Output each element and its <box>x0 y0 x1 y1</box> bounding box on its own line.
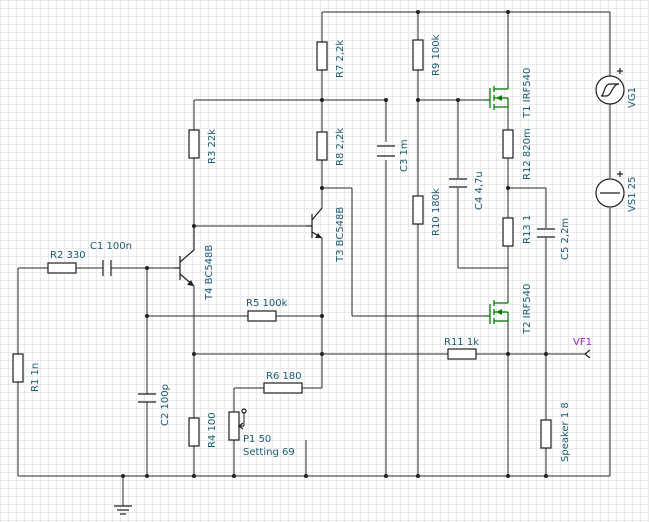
resistor-r13[interactable] <box>502 217 514 247</box>
label-r11: R11 1k <box>444 337 479 348</box>
transistor-t3[interactable] <box>306 207 323 239</box>
resistor-r10[interactable] <box>412 195 424 225</box>
label-t1: T1 IRF540 <box>522 68 533 119</box>
label-r3: R3 22k <box>207 129 218 164</box>
capacitor-c4[interactable] <box>449 178 467 188</box>
label-speaker: Speaker 1 8 <box>560 402 571 462</box>
capacitor-c1[interactable] <box>102 260 112 276</box>
label-c1: C1 100n <box>90 241 132 252</box>
sine-source-icon[interactable] <box>595 68 625 105</box>
resistor-r2[interactable] <box>47 262 77 274</box>
label-r5: R5 100k <box>246 298 288 309</box>
label-vs1: VS1 25 <box>627 177 638 212</box>
label-c3: C3 1m <box>399 139 410 172</box>
label-r1: R1 1n <box>30 363 41 392</box>
label-c4: C4 4,7u <box>474 171 485 210</box>
resistor-r12[interactable] <box>502 129 514 159</box>
resistor-r7[interactable] <box>316 41 328 71</box>
label-r9: R9 100k <box>431 34 442 76</box>
capacitor-c2[interactable] <box>138 393 156 403</box>
label-vf1: VF1 <box>573 337 592 348</box>
mosfet-t2[interactable] <box>484 300 509 324</box>
label-p1-setting: Setting 69 <box>243 447 295 458</box>
voltage-probe-vf1[interactable] <box>584 349 591 359</box>
label-r12: R12 820m <box>522 128 533 180</box>
ground-icon <box>114 505 132 515</box>
speaker-1[interactable] <box>540 419 552 449</box>
label-r13: R13 1 <box>522 215 533 244</box>
label-r6: R6 180 <box>266 371 302 382</box>
resistor-r6[interactable] <box>263 382 303 394</box>
label-c2: C2 100p <box>160 384 171 426</box>
resistor-r1[interactable] <box>12 353 24 383</box>
resistor-r11[interactable] <box>447 348 477 360</box>
label-t4: T4 BC548B <box>204 245 215 301</box>
capacitor-c5[interactable] <box>537 228 555 238</box>
label-t3: T3 BC548B <box>335 207 346 263</box>
capacitor-c3[interactable] <box>377 145 395 157</box>
resistor-r3[interactable] <box>188 129 200 159</box>
label-r10: R10 180k <box>431 188 442 236</box>
label-c5: C5 2,2m <box>560 218 571 260</box>
label-vg1: VG1 <box>627 87 638 108</box>
potentiometer-p1[interactable] <box>228 408 247 441</box>
label-p1: P1 50 <box>243 434 271 445</box>
dc-source-icon[interactable] <box>595 171 625 208</box>
label-t2: T2 IRF540 <box>522 284 533 335</box>
transistor-t4[interactable] <box>174 226 195 287</box>
resistor-r9[interactable] <box>412 39 424 71</box>
junctions <box>121 10 548 478</box>
resistor-r5[interactable] <box>247 310 277 322</box>
resistor-r4[interactable] <box>188 417 200 447</box>
label-r7: R7 2,2k <box>335 40 346 78</box>
label-r8: R8 2,2k <box>335 128 346 166</box>
label-r2: R2 330 <box>50 250 86 261</box>
label-r4: R4 100 <box>207 412 218 448</box>
mosfet-t1[interactable] <box>484 86 509 110</box>
resistor-r8[interactable] <box>316 131 328 161</box>
wires <box>17 11 611 506</box>
